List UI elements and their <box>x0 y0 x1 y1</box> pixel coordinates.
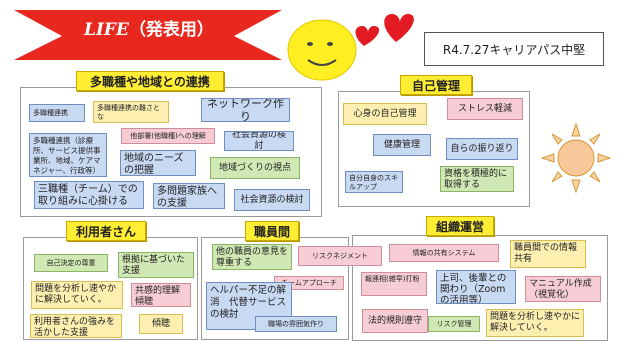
org-note-6: マニュアル作成（視覚化） <box>525 276 601 302</box>
banner-title: LIFE（発表用） <box>84 16 234 44</box>
section-staff-title: 職員間 <box>245 221 299 241</box>
multi-note-9: 三職種（チーム）での取り組みに心掛ける <box>34 181 144 209</box>
section-self-title: 自己管理 <box>400 75 472 95</box>
org-note-8: リスク管理 <box>428 316 480 332</box>
self-note-5: 自分自身のスキルアップ <box>345 171 403 193</box>
section-multi-title: 多職種や地域との連携 <box>76 71 224 91</box>
user-note-4: 共感的理解傾聴 <box>131 283 191 307</box>
self-note-6: 資格を積極的に取得する <box>440 166 514 192</box>
multi-note-3: ネットワーク作り <box>201 98 290 122</box>
self-note-3: 健康管理 <box>373 134 431 156</box>
org-note-9: 問題を分析し速やかに解決していく。 <box>486 309 584 337</box>
org-note-5: 上司、後輩との関わり（Zoomの活用等） <box>436 270 516 304</box>
staff-note-4: 職場の雰囲気作り <box>255 316 337 332</box>
multi-note-8: 地域づくりの視点 <box>210 157 300 179</box>
org-note-2: 情報の共有システム <box>389 244 499 262</box>
title-banner <box>14 10 282 60</box>
banner-subtitle: （発表用） <box>128 20 214 40</box>
multi-note-2: 多職種連携の難さとな 名前を共有 <box>93 101 169 123</box>
multi-note-11: 社会資源の検討 <box>234 189 310 211</box>
multi-note-4: 多職種連携（診療所、サービス提供事業所、地域、ケアマネジャー、行政等） <box>29 133 107 177</box>
user-note-6: 傾聴 <box>139 314 183 334</box>
multi-note-1: 多職種連携 <box>29 104 85 122</box>
smiley-face-icon <box>287 19 357 81</box>
staff-note-1: 他の職員の意見を尊重する <box>212 244 292 270</box>
self-note-2: ストレス軽減 <box>447 98 523 120</box>
section-org-title: 組織運営 <box>426 216 494 236</box>
org-note-3: 職員間での情報共有 <box>510 240 586 268</box>
multi-note-6: 社会資源の検討 <box>224 131 294 151</box>
section-user-title: 利用者さん <box>66 221 146 241</box>
org-note-7: 法的規則遵守 <box>362 309 428 333</box>
self-note-4: 自らの振り返り <box>446 138 518 160</box>
self-note-1: 心身の自己管理 <box>343 103 427 125</box>
date-label-box: R4.7.27キャリアパス中堅 <box>424 32 604 66</box>
user-note-1: 自己決定の尊重 <box>34 254 108 272</box>
org-note-1: リスクネジメント <box>298 246 382 266</box>
user-note-2: 根拠に基づいた支援 <box>118 252 194 278</box>
banner-brand: LIFE <box>84 20 129 40</box>
user-note-5: 利用者さんの強みを活かした支援 <box>30 314 122 338</box>
hearts-icon <box>355 14 414 46</box>
multi-note-10: 多問題家族への支援 <box>153 183 225 209</box>
org-note-4: 報連相(雑早)打粉 <box>361 272 427 296</box>
date-label: R4.7.27キャリアパス中堅 <box>442 42 586 57</box>
sun-icon <box>540 122 612 194</box>
multi-note-5: 他部署(他職種)への理解 <box>121 128 215 144</box>
user-note-3: 問題を分析し速やかに解決していく。 <box>31 281 123 309</box>
multi-note-7: 地域のニーズの把握 <box>120 150 196 176</box>
